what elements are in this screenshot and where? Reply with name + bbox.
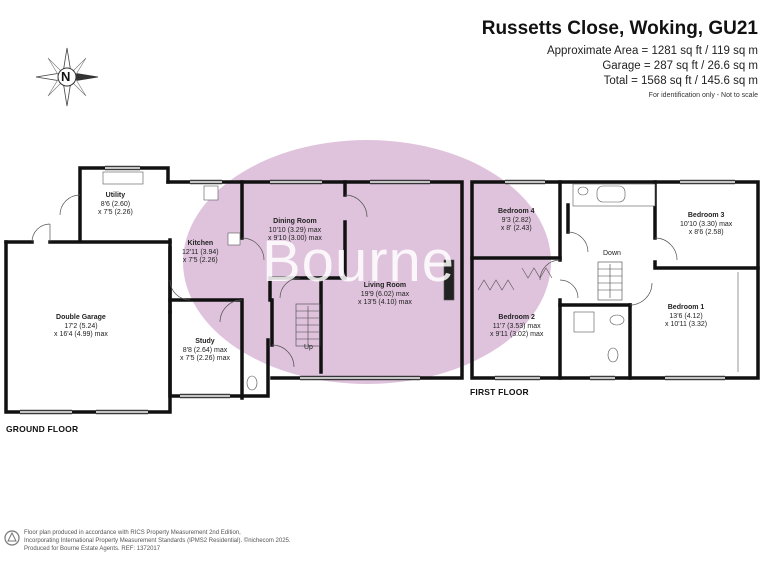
footer-line-2: Incorporating International Property Mea… xyxy=(24,538,291,544)
compass-icon: N xyxy=(34,46,100,108)
footer-line-1: Floor plan produced in accordance with R… xyxy=(24,530,241,536)
watermark-text: Bourne xyxy=(262,229,456,294)
room-utility: Utility 8'6 (2.60) x 7'5 (2.26) xyxy=(98,192,133,216)
first-floor-label: FIRST FLOOR xyxy=(470,387,529,397)
room-garage: Double Garage 17'2 (5.24) x 16'4 (4.99) … xyxy=(54,314,108,338)
room-bedroom-3: Bedroom 3 10'10 (3.30) max x 8'6 (2.58) xyxy=(680,212,733,236)
garage-area: Garage = 287 sq ft / 26.6 sq m xyxy=(602,60,758,72)
room-bedroom-4: Bedroom 4 9'3 (2.82) x 8' (2.43) xyxy=(498,208,535,232)
footer-line-3: Produced for Bourne Estate Agents. REF: … xyxy=(24,546,161,552)
room-living: Living Room 19'9 (6.02) max x 13'5 (4.10… xyxy=(358,282,412,306)
stairs-ground xyxy=(295,303,321,347)
room-bedroom-2: Bedroom 2 11'7 (3.53) max x 9'11 (3.02) … xyxy=(490,314,544,338)
total-area: Total = 1568 sq ft / 145.6 sq m xyxy=(603,75,758,87)
watermark-oval xyxy=(183,140,551,384)
stairs-down-label: Down xyxy=(603,250,621,257)
room-dining: Dining Room 10'10 (3.29) max x 9'10 (3.0… xyxy=(268,218,322,242)
compass-letter: N xyxy=(61,69,71,84)
room-kitchen: Kitchen 12'11 (3.94) x 7'5 (2.26) xyxy=(182,240,219,264)
ground-floor-label: GROUND FLOOR xyxy=(6,424,79,434)
first-floor-outline xyxy=(470,180,760,380)
stairs-up-label: Up xyxy=(304,344,313,351)
property-title: Russetts Close, Woking, GU21 xyxy=(481,18,758,39)
approximate-area: Approximate Area = 1281 sq ft / 119 sq m xyxy=(546,45,758,57)
identification-note: For identification only - Not to scale xyxy=(648,92,758,99)
stairs-first xyxy=(597,261,623,301)
nichecom-logo-icon xyxy=(4,530,20,546)
utility-worktop xyxy=(102,171,144,185)
room-bedroom-1: Bedroom 1 13'6 (4.12) x 10'11 (3.32) xyxy=(665,304,708,328)
room-study: Study 8'8 (2.64) max x 7'5 (2.26) max xyxy=(180,338,230,362)
